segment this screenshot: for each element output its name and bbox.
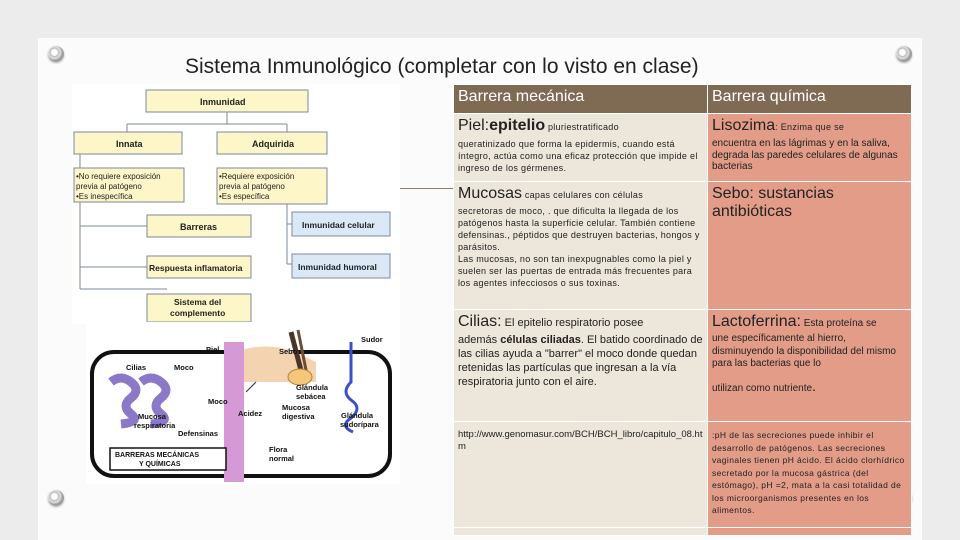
- node-adquirida-desc: [216, 167, 328, 205]
- label-sudor: Sudor: [361, 335, 383, 344]
- mucosas-body-2: Las mucosas, no son tan inexpugnables co…: [458, 254, 693, 288]
- label-glandula-sebacea-2: sebácea: [296, 392, 326, 401]
- lactoferrina-body-2-end: .: [812, 377, 816, 394]
- piel-title-rest: pluriestratificado: [545, 122, 619, 132]
- lactoferrina-title-rest: Esta proteína se: [800, 318, 877, 329]
- sistema-complemento-line-1: Sistema del: [174, 297, 221, 307]
- table-row-empty: [453, 527, 912, 536]
- node-inmunidad-humoral: [291, 253, 391, 279]
- adquirida-desc-line-2: previa al patógeno: [219, 182, 285, 191]
- label-glandula-sudoripara-1: Glándula: [341, 411, 374, 420]
- label-barreras-box-2: Y QUÍMICAS: [139, 459, 181, 468]
- cell-ph: :pH de las secreciones puede inhibir el …: [707, 421, 912, 528]
- cilias-body-pre: además: [458, 334, 501, 346]
- cilias-body-bold: células ciliadas: [500, 334, 581, 346]
- label-mucosa-respiratoria-1: Mucosa: [138, 412, 167, 421]
- cell-cilias: Cilias: El epitelio respiratorio posee a…: [453, 309, 708, 422]
- connector-line: [400, 188, 456, 189]
- node-inmunidad-celular-label: Inmunidad celular: [302, 220, 375, 230]
- node-respuesta-inflamatoria-label: Respuesta inflamatoria: [149, 263, 243, 273]
- label-flora-normal-1: Flora: [269, 445, 288, 454]
- label-mucosa-digestiva-1: Mucosa: [282, 403, 311, 412]
- cell-piel: Piel:epitelio pluriestratificado querati…: [453, 113, 708, 182]
- ph-body: :pH de las secreciones puede inhibir el …: [712, 430, 905, 515]
- barriers-illustration: Piel Sebo Sudor Cilias Moco Moco Glándul…: [86, 322, 400, 484]
- cilias-body: . El batido coordinado de las cilias ayu…: [458, 334, 703, 388]
- node-innata-label: Innata: [116, 139, 143, 149]
- source-link[interactable]: http://www.genomasur.com/BCH/BCH_libro/c…: [458, 429, 703, 452]
- mucosas-title: Mucosas: [458, 185, 523, 202]
- header-barrera-quimica: Barrera química: [707, 84, 912, 114]
- lactoferrina-title: Lactoferrina:: [712, 313, 801, 330]
- label-barreras-box-1: BARRERAS MECÁNICAS: [115, 450, 199, 459]
- table-row: http://www.genomasur.com/BCH/BCH_libro/c…: [453, 421, 912, 528]
- label-sebo: Sebo: [279, 347, 298, 356]
- piel-body: queratinizado que forma la epidermis, cu…: [458, 139, 698, 173]
- cell-lisozima: Lisozima: Enzima que se encuentra en las…: [707, 113, 912, 182]
- piel-title: Piel:: [458, 117, 490, 134]
- lactoferrina-body-2: utilizan como nutriente: [712, 382, 813, 394]
- lisozima-title: Lisozima: [712, 117, 776, 134]
- innata-desc-line-2: previa al patógeno: [76, 182, 142, 191]
- table-header-row: Barrera mecánica Barrera química: [453, 84, 912, 114]
- immunity-concept-diagram: Inmunidad Innata Adquirida •No requiere …: [72, 84, 400, 324]
- mucosas-body: secretoras de moco, . que dificulta la l…: [458, 206, 700, 252]
- cilias-title-rest: El epitelio respiratorio posee: [501, 317, 644, 329]
- cell-source-link: http://www.genomasur.com/BCH/BCH_libro/c…: [453, 421, 708, 528]
- cell-mucosas: Mucosas capas celulares con células secr…: [453, 181, 708, 310]
- node-inmunidad: [145, 89, 309, 113]
- sebo-title: Sebo: sustancias antibióticas: [712, 185, 834, 220]
- label-cilias: Cilias: [126, 363, 146, 372]
- node-inmunidad-celular: [291, 211, 391, 237]
- table-row: Cilias: El epitelio respiratorio posee a…: [453, 309, 912, 422]
- concept-map-svg: Inmunidad Innata Adquirida •No requiere …: [73, 89, 391, 323]
- label-moco: Moco: [208, 397, 228, 406]
- sistema-complemento-line-2: complemento: [170, 308, 225, 318]
- barriers-illustration-svg: Piel Sebo Sudor Cilias Moco Moco Glándul…: [90, 329, 392, 482]
- innata-desc-line-3: •Es inespecífica: [76, 192, 133, 201]
- lisozima-title-rest: : Enzima que se: [775, 122, 845, 132]
- label-piel: Piel: [206, 345, 219, 354]
- pin-icon-top-left: [48, 46, 64, 62]
- node-adquirida-label: Adquirida: [252, 139, 295, 149]
- node-inmunidad-humoral-label: Inmunidad humoral: [298, 262, 377, 272]
- node-adquirida: [216, 131, 328, 155]
- cell-lactoferrina: Lactoferrina: Esta proteína se une espec…: [707, 309, 912, 422]
- label-defensinas: Defensinas: [178, 429, 218, 438]
- node-innata: [73, 131, 183, 155]
- cell-empty-left: [453, 527, 708, 536]
- pin-icon-top-right: [896, 46, 912, 62]
- cell-sebo: Sebo: sustancias antibióticas: [707, 181, 912, 310]
- innata-desc-line-1: •No requiere exposición: [76, 172, 161, 181]
- mucosas-title-rest: capas celulares con células: [522, 190, 643, 200]
- node-barreras-label: Barreras: [180, 222, 217, 232]
- node-inmunidad-label: Inmunidad: [200, 97, 246, 107]
- label-acidez: Acidez: [238, 409, 262, 418]
- node-respuesta-inflamatoria: [146, 255, 252, 279]
- lactoferrina-body: une específicamente al hierro, disminuye…: [712, 333, 896, 369]
- node-innata-desc: [73, 167, 185, 203]
- pin-icon-bottom-left: [48, 490, 64, 506]
- header-barrera-mecanica: Barrera mecánica: [453, 84, 708, 114]
- label-mucosa-respiratoria-2: respiratoria: [134, 421, 176, 430]
- lisozima-body: encuentra en las lágrimas y en la saliva…: [712, 138, 898, 172]
- adquirida-desc-line-3: •Es específica: [219, 192, 270, 201]
- adquirida-desc-line-1: •Requiere exposición: [219, 172, 294, 181]
- cell-empty-right: [707, 527, 912, 536]
- label-moco-top: Moco: [174, 363, 194, 372]
- slide-title: Sistema Inmunológico (completar con lo v…: [185, 55, 699, 78]
- cilias-title: Cilias:: [458, 313, 502, 330]
- table-row: Piel:epitelio pluriestratificado querati…: [453, 113, 912, 182]
- node-barreras: [146, 214, 252, 238]
- label-glandula-sebacea-1: Glándula: [296, 383, 329, 392]
- label-glandula-sudoripara-2: sudorípara: [340, 420, 380, 429]
- label-flora-normal-2: normal: [269, 454, 294, 463]
- table-row: Mucosas capas celulares con células secr…: [453, 181, 912, 310]
- label-mucosa-digestiva-2: digestiva: [282, 412, 315, 421]
- piel-title-bold: epitelio: [489, 117, 546, 134]
- barriers-table: Barrera mecánica Barrera química Piel:ep…: [453, 84, 912, 536]
